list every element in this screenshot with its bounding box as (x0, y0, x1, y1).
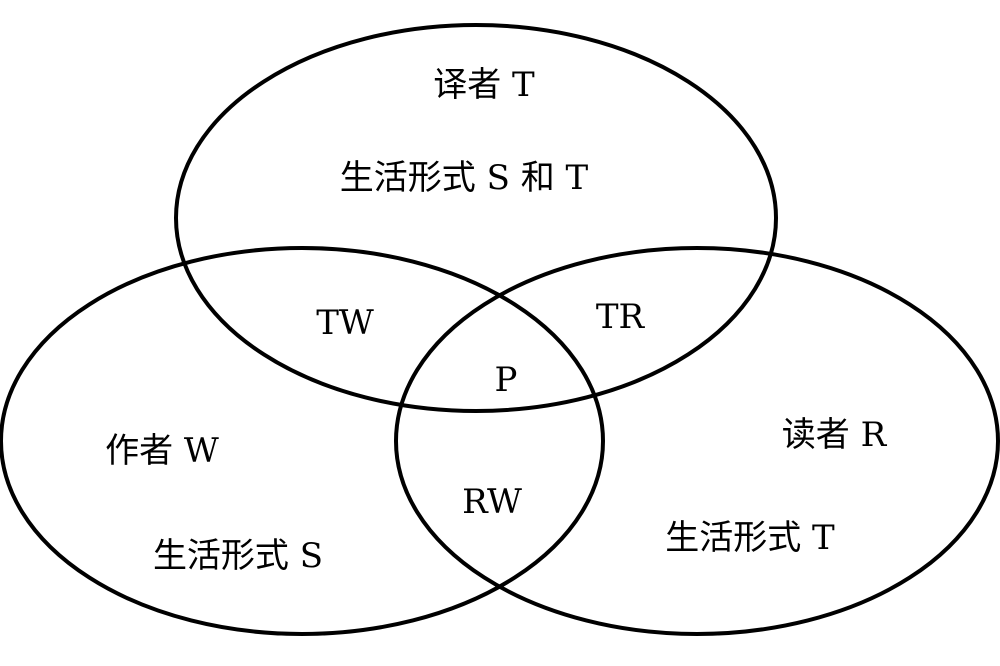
reader-label: 读者 R (782, 415, 888, 455)
intersection-tr-label: TR (596, 297, 646, 337)
translator-label: 译者 T (433, 65, 535, 105)
translator-circle (174, 23, 778, 413)
author-label: 作者 W (105, 431, 219, 471)
intersection-p-label: P (495, 360, 518, 400)
author-circle (0, 246, 605, 636)
reader-circle (394, 246, 1000, 636)
reader-life-form-label: 生活形式 T (665, 518, 835, 558)
intersection-tw-label: TW (316, 303, 374, 343)
translator-life-form-label: 生活形式 S 和 T (340, 158, 589, 198)
author-life-form-label: 生活形式 S (153, 536, 323, 576)
intersection-rw-label: RW (462, 482, 522, 522)
